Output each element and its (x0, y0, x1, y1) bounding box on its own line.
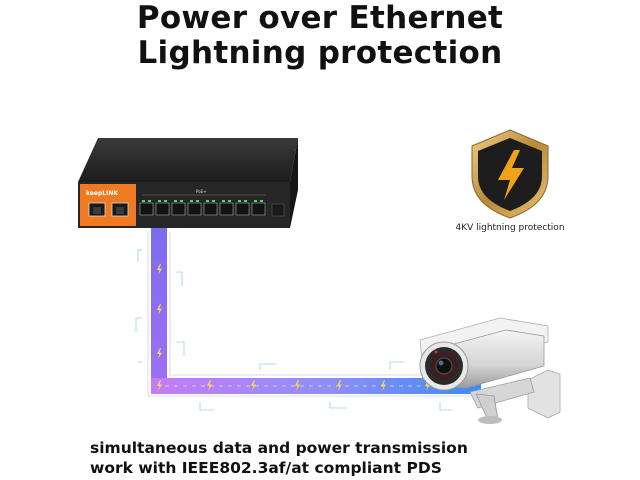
lightning-bolt-icon (157, 348, 162, 359)
poe-ports (139, 200, 266, 216)
cctv-camera-icon (419, 317, 561, 424)
poe-switch: keepLINK PoE+ (78, 138, 298, 228)
circuit-traces (135, 249, 452, 411)
cable-glow-inner (169, 232, 482, 376)
headline-line-2: Lightning protection (137, 35, 503, 71)
cable-bolts (157, 264, 430, 391)
lightning-shield-icon (471, 129, 549, 219)
shield-caption: 4KV lightning protection (455, 223, 565, 233)
lightning-bolt-icon (337, 380, 342, 391)
lightning-bolt-icon (157, 304, 162, 315)
lightning-bolt-icon (295, 380, 300, 391)
cable-glow-outer (147, 232, 482, 397)
lightning-bolt-icon (381, 380, 386, 391)
cable-horizontal (151, 378, 481, 394)
lightning-bolt-icon (207, 380, 212, 391)
uplink-ports (88, 202, 129, 217)
switch-brand-label: keepLINK (86, 190, 118, 197)
switch-side (290, 138, 298, 228)
lightning-bolt-icon (425, 380, 430, 391)
lightning-bolt-icon (157, 380, 162, 391)
poe-label: PoE+ (196, 189, 207, 194)
lightning-bolt-icon (157, 264, 162, 275)
lightning-bolt-icon (251, 380, 256, 391)
switch-top (78, 138, 298, 182)
bottom-caption-line-1: simultaneous data and power transmission (90, 439, 468, 457)
headline-line-1: Power over Ethernet (136, 0, 504, 36)
bottom-caption-line-2: work with IEEE802.3af/at compliant PDS (90, 459, 442, 477)
